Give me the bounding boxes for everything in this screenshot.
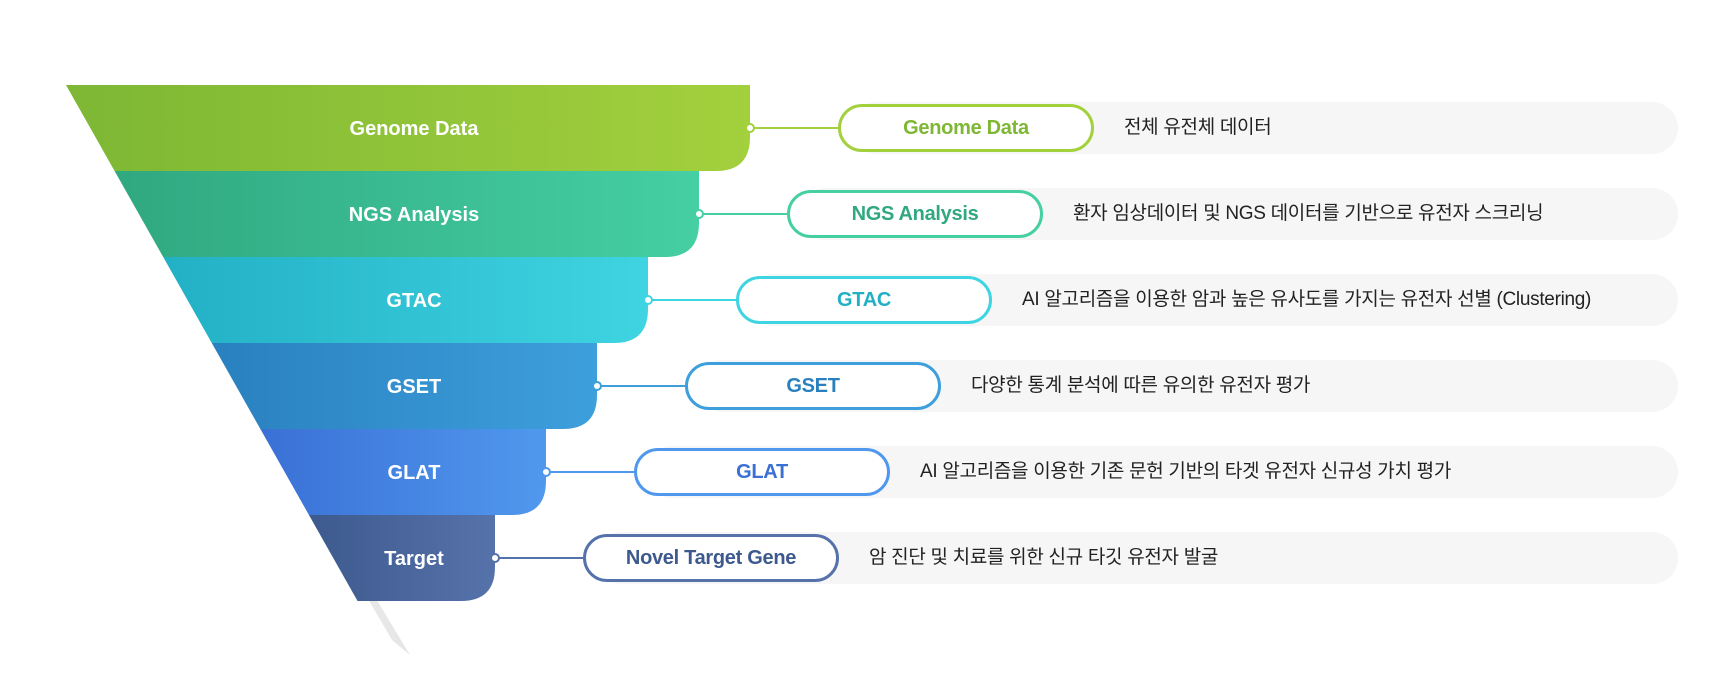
stage-pill: GLAT [634, 448, 890, 496]
stage-description: 다양한 통계 분석에 따른 유의한 유전자 평가 [971, 375, 1311, 396]
funnel-segment-label: NGS Analysis [349, 204, 479, 226]
funnel-segment-6 [308, 515, 495, 601]
funnel-segment-2 [114, 171, 700, 257]
stage-pill-label: GLAT [736, 460, 788, 483]
stage-pill: GSET [685, 362, 941, 410]
funnel-segment-label: GLAT [388, 462, 441, 484]
connector-dot [541, 467, 551, 477]
stage-description: 전체 유전체 데이터 [1124, 117, 1272, 138]
connector-dot [745, 123, 755, 133]
stage-pill: Novel Target Gene [583, 534, 839, 582]
stage-pill-label: GTAC [837, 288, 891, 311]
stage-pill-label: Novel Target Gene [625, 546, 797, 569]
stage-description: AI 알고리즘을 이용한 암과 높은 유사도를 가지는 유전자 선별 (Clus… [1022, 289, 1592, 310]
connector-dot [694, 209, 704, 219]
funnel-segment-label: GTAC [386, 290, 441, 312]
stage-pill-label: GSET [786, 374, 840, 397]
connector-dot [490, 553, 500, 563]
connector-dot [592, 381, 602, 391]
stage-pill: GTAC [736, 276, 992, 324]
funnel-segment-5 [260, 429, 546, 515]
stage-pill-label: NGS Analysis [851, 202, 979, 225]
stage-pill: NGS Analysis [787, 190, 1043, 238]
stage-description: AI 알고리즘을 이용한 기존 문헌 기반의 타겟 유전자 신규성 가치 평가 [920, 461, 1452, 482]
stage-description: 환자 임상데이터 및 NGS 데이터를 기반으로 유전자 스크리닝 [1073, 203, 1544, 224]
funnel-segment-label: Genome Data [350, 118, 480, 140]
stage-description: 암 진단 및 치료를 위한 신규 타깃 유전자 발굴 [869, 547, 1219, 568]
stage-pill-label: Genome Data [903, 116, 1029, 139]
funnel-segment-label: GSET [387, 376, 441, 398]
stage-pill: Genome Data [838, 104, 1094, 152]
connector-dot [643, 295, 653, 305]
funnel-segment-4 [211, 343, 597, 429]
funnel-segment-1 [66, 85, 750, 171]
funnel-segment-3 [163, 257, 648, 343]
funnel-segment-label: Target [384, 548, 444, 570]
